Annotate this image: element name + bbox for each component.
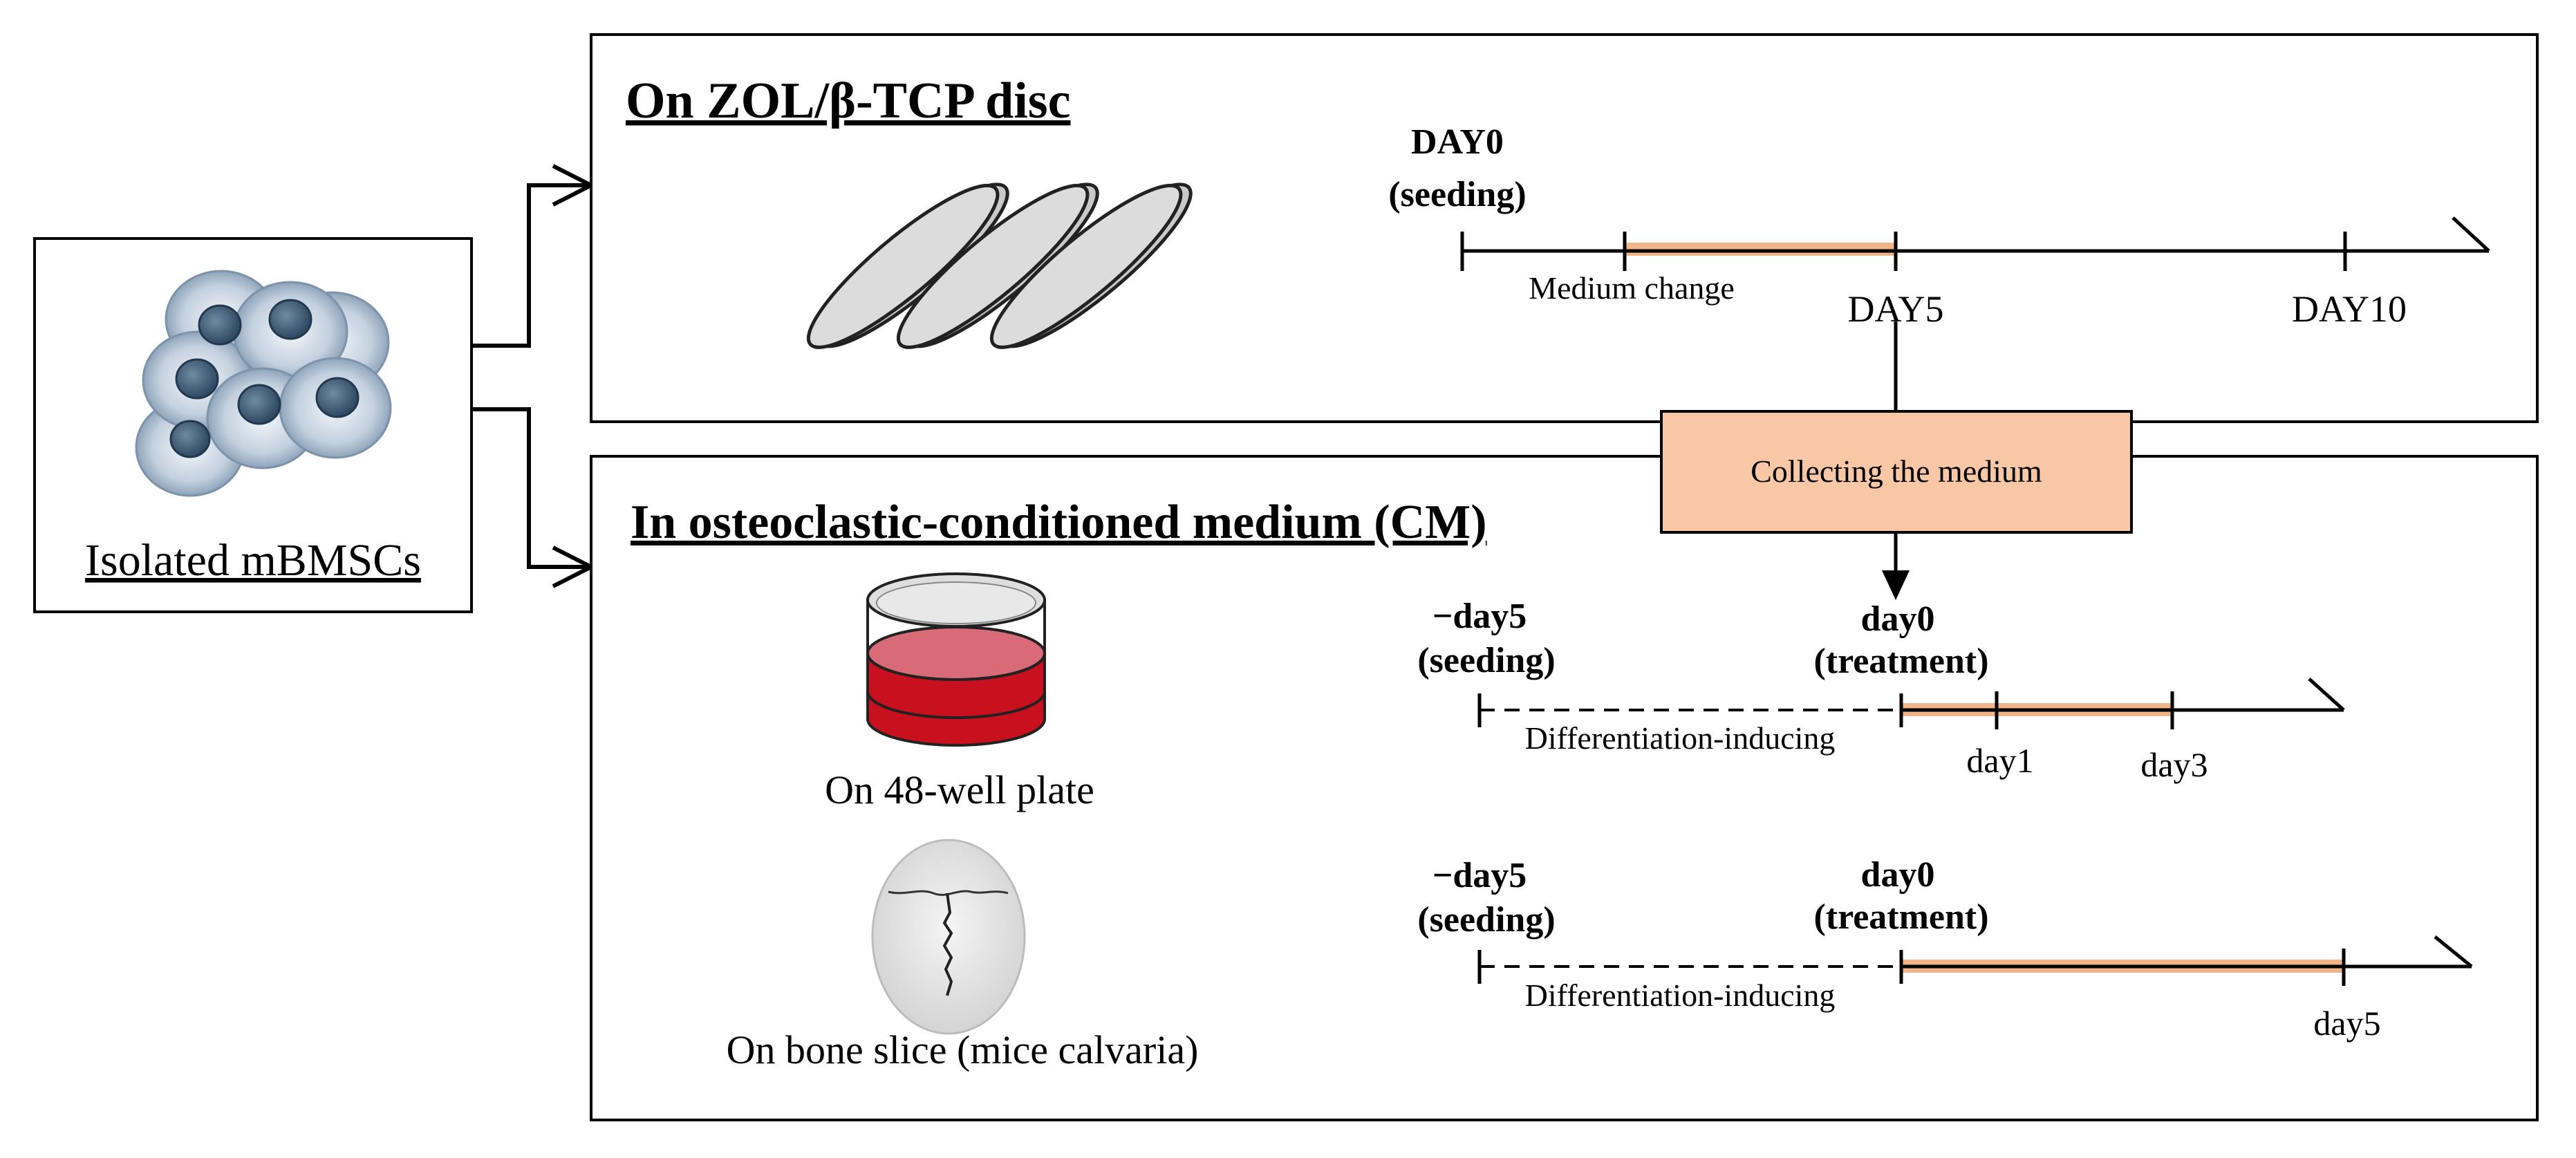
branch-arrows	[472, 164, 596, 588]
cm1-treatment-label: (treatment)	[1813, 642, 1988, 681]
collect-label: Collecting the medium	[1751, 454, 2042, 489]
top-timeline: DAY0 (seeding) Medium change DAY5 DAY10	[1388, 122, 2490, 330]
cell-cluster-icon	[135, 270, 392, 497]
top-panel: On ZOL/β-TCP disc DAY0	[590, 33, 2539, 423]
cm1-minus-day5-label: −day5	[1432, 597, 1527, 636]
cm1-differentiation-label: Differentiation-inducing	[1525, 720, 1836, 756]
cm2-day0-label: day0	[1861, 855, 1935, 895]
cm1-seeding-label: (seeding)	[1417, 641, 1555, 680]
collect-box	[1660, 410, 2133, 534]
bottom-panel-title: In osteoclastic-conditioned medium (CM)	[631, 496, 1487, 549]
bone-slice-caption: On bone slice (mice calvaria)	[727, 1027, 1199, 1072]
cm2-minus-day5-label: −day5	[1432, 856, 1527, 895]
top-panel-title: On ZOL/β-TCP disc	[626, 73, 1070, 129]
collect-medium-step: Collecting the medium	[1660, 321, 2133, 600]
cm1-day1-label: day1	[1966, 741, 2033, 780]
cm2-differentiation-label: Differentiation-inducing	[1525, 978, 1836, 1013]
disc-icon	[806, 183, 1193, 349]
source-panel: Isolated mBMSCs	[33, 237, 473, 613]
well-plate-caption: On 48-well plate	[825, 767, 1094, 812]
seeding-label: (seeding)	[1388, 175, 1526, 214]
bone-slice-icon	[871, 839, 1026, 1035]
cm1-day0-label: day0	[1861, 599, 1935, 639]
cm2-seeding-label: (seeding)	[1417, 900, 1555, 940]
day10-label: DAY10	[2292, 288, 2407, 330]
cm1-day3-label: day3	[2140, 745, 2208, 784]
day0-label: DAY0	[1411, 122, 1504, 162]
cm2-day5-label: day5	[2313, 1004, 2380, 1043]
collect-down-arrowhead	[1882, 570, 1910, 600]
cm2-treatment-label: (treatment)	[1813, 897, 1988, 937]
well-plate-icon	[866, 572, 1046, 747]
source-label: Isolated mBMSCs	[85, 535, 421, 586]
medium-change-label: Medium change	[1529, 270, 1735, 306]
cm-timeline-1: −day5 (seeding) day0 (treatment) Differe…	[1417, 597, 2345, 784]
bottom-panel: In osteoclastic-conditioned medium (CM) …	[590, 455, 2539, 1121]
cm-timeline-2: −day5 (seeding) day0 (treatment) Differe…	[1417, 855, 2473, 1043]
